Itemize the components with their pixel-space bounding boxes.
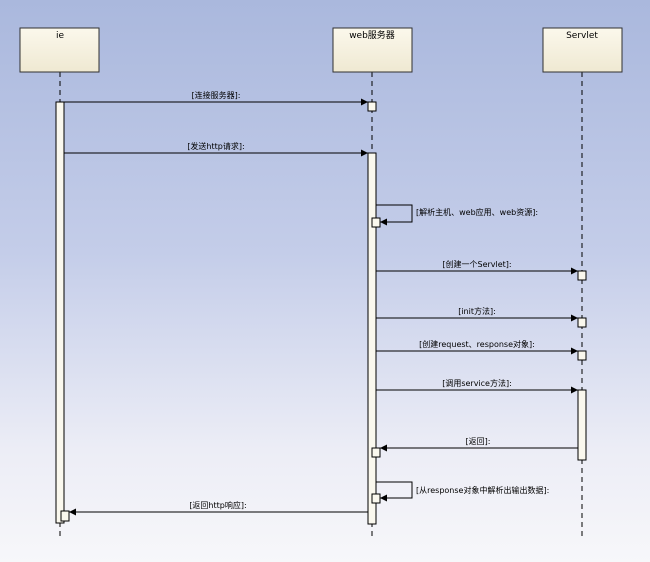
message-return-response[interactable]: [返回http响应]: <box>69 500 368 516</box>
message-parse-label: [解析主机、web应用、web资源]: <box>416 207 538 217</box>
participant-servlet[interactable]: Servlet <box>542 27 623 73</box>
participant-ie[interactable]: ie <box>19 27 100 73</box>
message-send-request[interactable]: [发送http请求]: <box>64 141 368 157</box>
message-init-label: [init方法]: <box>458 306 496 316</box>
message-create-servlet[interactable]: [创建一个Servlet]: <box>376 259 578 275</box>
message-create-servlet-label: [创建一个Servlet]: <box>442 259 511 269</box>
ie-activation <box>55 101 65 524</box>
message-call-service-label: [调用service方法]: <box>442 378 512 388</box>
message-extract[interactable]: [从response对象中解析出输出数据]: <box>376 481 549 502</box>
message-extract-label: [从response对象中解析出输出数据]: <box>416 485 549 495</box>
message-create-objects-label: [创建request、response对象]: <box>419 339 535 349</box>
servlet-create-activation <box>577 270 587 281</box>
participant-ie-label: ie <box>56 31 65 41</box>
message-call-service[interactable]: [调用service方法]: <box>376 378 578 394</box>
ie-return-activation <box>60 510 70 522</box>
web-return-activation <box>371 447 381 458</box>
web-main-activation <box>367 152 377 525</box>
servlet-objects-activation <box>577 350 587 361</box>
message-return-label: [返回]: <box>466 437 491 446</box>
message-send-request-label: [发送http请求]: <box>187 141 244 151</box>
message-connect-label: [连接服务器]: <box>192 90 241 100</box>
message-connect[interactable]: [连接服务器]: <box>64 90 368 106</box>
message-parse[interactable]: [解析主机、web应用、web资源]: <box>376 204 538 226</box>
message-return[interactable]: [返回]: <box>380 437 578 452</box>
web-extract-activation <box>371 493 381 504</box>
servlet-init-activation <box>577 317 587 328</box>
participant-servlet-label: Servlet <box>566 31 598 41</box>
participant-web[interactable]: web服务器 <box>332 27 413 73</box>
web-parse-activation <box>371 217 381 228</box>
web-connect-activation <box>367 101 377 112</box>
message-return-response-label: [返回http响应]: <box>189 500 246 510</box>
message-init[interactable]: [init方法]: <box>376 306 578 322</box>
participant-web-label: web服务器 <box>349 29 395 41</box>
servlet-service-activation <box>577 389 587 461</box>
message-create-objects[interactable]: [创建request、response对象]: <box>376 339 578 355</box>
